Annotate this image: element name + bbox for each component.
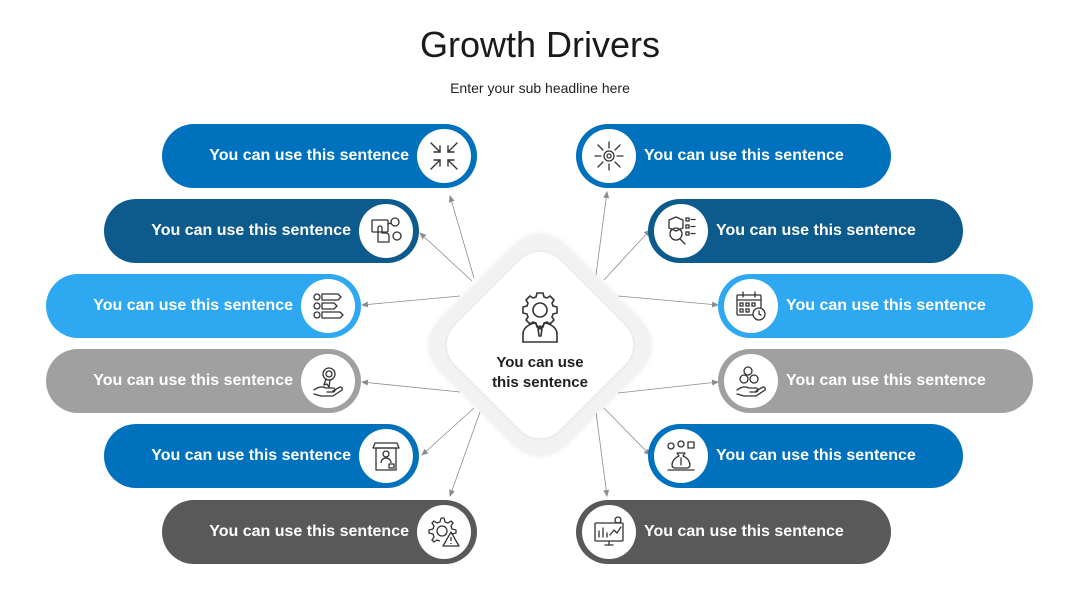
gear-warning-icon [417, 505, 471, 559]
driver-left-4-label: You can use this sentence [93, 372, 293, 389]
driver-left-1: You can use this sentence [162, 124, 477, 188]
businessman-gear-icon [470, 290, 610, 349]
driver-left-1-label: You can use this sentence [209, 147, 409, 164]
connector-line-right-3 [617, 295, 719, 308]
driver-left-5: You can use this sentence [104, 424, 419, 488]
search-checklist-icon [654, 204, 708, 258]
driver-left-5-label: You can use this sentence [151, 447, 351, 464]
center-hub-text-line2: this sentence [492, 374, 588, 391]
driver-left-6-label: You can use this sentence [209, 523, 409, 540]
connector-line-left-6 [449, 411, 481, 497]
driver-right-4-label: You can use this sentence [786, 372, 986, 389]
driver-right-5-label: You can use this sentence [716, 447, 916, 464]
page-title: Growth Drivers [419, 24, 661, 65]
driver-right-5: You can use this sentence [648, 424, 963, 488]
center-hub-text-line1: You can use [496, 354, 584, 371]
driver-right-3-label: You can use this sentence [786, 297, 986, 314]
driver-right-1: You can use this sentence [576, 124, 891, 188]
page-subtitle: Enter your sub headline here [450, 80, 630, 96]
gear-arrows-outward-icon [582, 129, 636, 183]
calendar-clock-icon [724, 279, 778, 333]
driver-right-3: You can use this sentence [718, 274, 1033, 338]
connector-line-right-5 [603, 407, 651, 456]
driver-left-3: You can use this sentence [46, 274, 361, 338]
driver-right-4: You can use this sentence [718, 349, 1033, 413]
analytics-monitor-icon [582, 505, 636, 559]
driver-left-6: You can use this sentence [162, 500, 477, 564]
arrows-inward-icon [417, 129, 471, 183]
driver-right-6-label: You can use this sentence [644, 523, 844, 540]
connector-line-right-6 [595, 411, 610, 497]
driver-left-2: You can use this sentence [104, 199, 419, 263]
money-bag-gears-icon [654, 429, 708, 483]
driver-right-2-label: You can use this sentence [716, 222, 916, 239]
hand-touch-screen-icon [359, 204, 413, 258]
vending-kiosk-icon [359, 429, 413, 483]
driver-right-6: You can use this sentence [576, 500, 891, 564]
driver-left-2-label: You can use this sentence [151, 222, 351, 239]
hand-award-icon [301, 354, 355, 408]
connector-line-left-5 [421, 407, 475, 456]
driver-left-4: You can use this sentence [46, 349, 361, 413]
center-hub-text: You can use this sentence [470, 353, 610, 393]
driver-right-1-label: You can use this sentence [644, 147, 844, 164]
center-hub-content: You can use this sentence [470, 290, 610, 393]
driver-left-3-label: You can use this sentence [93, 297, 293, 314]
hand-coins-icon [724, 354, 778, 408]
connector-line-left-4 [361, 379, 461, 393]
numbered-list-icon [301, 279, 355, 333]
driver-right-2: You can use this sentence [648, 199, 963, 263]
connector-line-right-2 [603, 229, 651, 281]
connector-line-left-1 [448, 195, 475, 279]
connector-line-left-3 [361, 295, 461, 308]
connector-line-left-2 [419, 232, 473, 282]
connector-line-right-1 [595, 191, 610, 276]
connector-line-right-4 [617, 379, 719, 394]
